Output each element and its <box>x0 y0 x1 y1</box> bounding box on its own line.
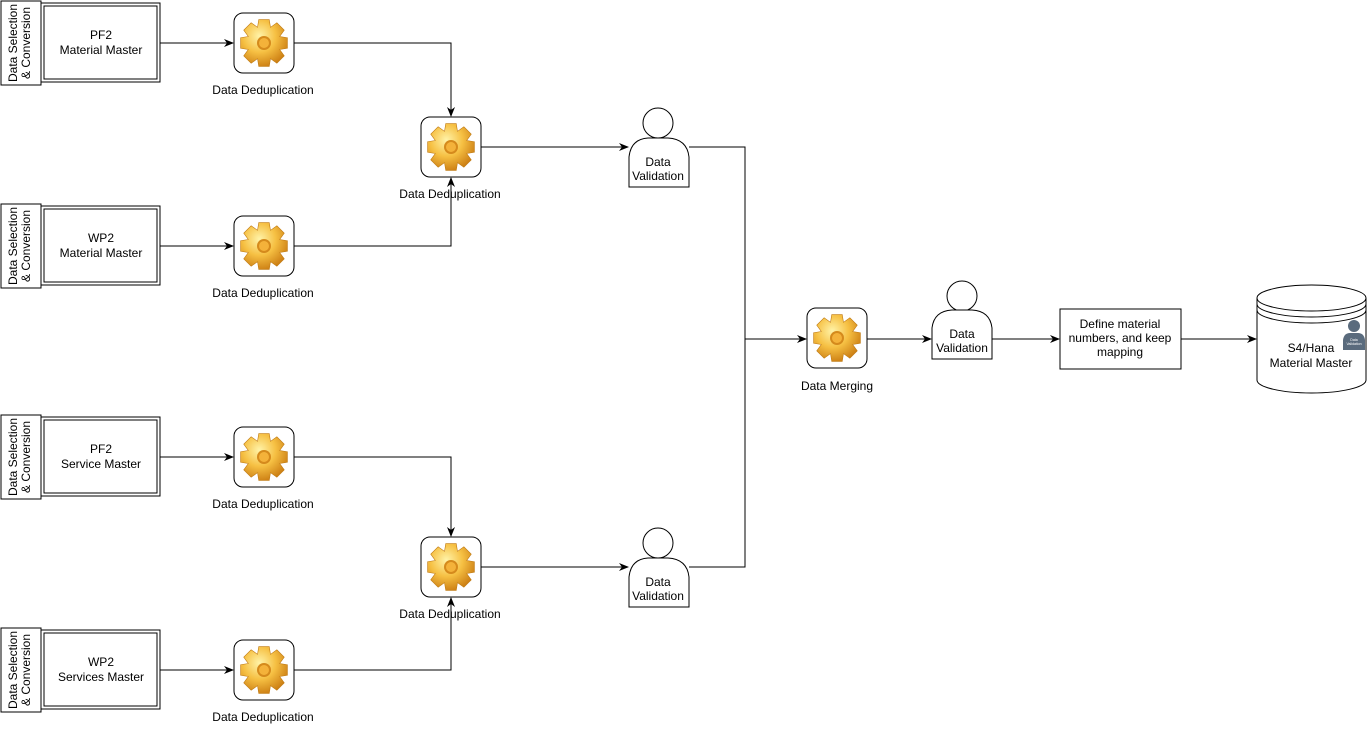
validation-label: Data <box>645 575 671 589</box>
arrow <box>294 456 455 537</box>
dedup-label: Data Deduplication <box>399 187 500 201</box>
dedup-node[interactable]: Data Deduplication <box>212 215 314 300</box>
data-selection-label[interactable]: Data Selection& Conversion <box>0 414 42 500</box>
side-label-text: Data Selection <box>6 631 20 709</box>
gear-icon <box>233 426 295 488</box>
side-label-text: Data Selection <box>6 4 20 82</box>
side-label-text: & Conversion <box>19 210 33 282</box>
side-label-text: & Conversion <box>19 421 33 493</box>
connectors <box>160 39 1257 674</box>
define-label: Define material <box>1080 317 1161 331</box>
person-head-icon <box>946 280 978 312</box>
validation-label: Validation <box>936 341 988 355</box>
merge-dedup-node[interactable]: Data Deduplication <box>399 116 501 201</box>
dedup-node[interactable]: Data Deduplication <box>212 12 314 97</box>
source-title: PF2 <box>90 442 112 456</box>
source-title: Service Master <box>61 457 141 471</box>
person-head-icon <box>642 107 674 139</box>
target-title: Material Master <box>1270 356 1353 370</box>
validation-label: Validation <box>632 169 684 183</box>
dedup-label: Data Deduplication <box>399 607 500 621</box>
badge-label: Validation <box>1346 342 1361 346</box>
person-head-icon <box>642 527 674 559</box>
source-title: PF2 <box>90 28 112 42</box>
side-label-text: & Conversion <box>19 7 33 79</box>
dedup-label: Data Deduplication <box>212 710 313 724</box>
define-label: numbers, and keep <box>1069 331 1172 345</box>
target-title: S4/Hana <box>1288 341 1335 355</box>
data-merging-node[interactable]: Data Merging <box>801 307 873 393</box>
final-validation-node[interactable]: Data Validation <box>931 280 993 360</box>
side-label-text: Data Selection <box>6 418 20 496</box>
source-title: WP2 <box>88 231 114 245</box>
user-badge-icon: Data Validation <box>1343 320 1365 350</box>
gear-icon <box>420 536 482 598</box>
arrow <box>294 177 455 247</box>
dedup-label: Data Deduplication <box>212 83 313 97</box>
dedup-label: Data Deduplication <box>212 497 313 511</box>
arrow <box>294 42 455 117</box>
merging-label: Data Merging <box>801 379 873 393</box>
person-body-icon <box>628 557 690 608</box>
s4hana-database[interactable]: Data Validation S4/Hana Material Master <box>1256 284 1367 394</box>
define-material-numbers-box[interactable]: Define material numbers, and keep mappin… <box>1059 308 1182 370</box>
define-label: mapping <box>1097 345 1143 359</box>
source-title: Material Master <box>60 43 143 57</box>
badge-label: Data <box>1350 338 1357 342</box>
dedup-label: Data Deduplication <box>212 286 313 300</box>
side-label-text: Data Selection <box>6 207 20 285</box>
connector <box>689 146 746 568</box>
data-selection-label[interactable]: Data Selection& Conversion <box>0 627 42 713</box>
arrow <box>294 597 455 671</box>
dedup-node[interactable]: Data Deduplication <box>212 639 314 724</box>
data-selection-label[interactable]: Data Selection& Conversion <box>0 0 42 86</box>
person-body-icon <box>931 309 993 360</box>
validation-label: Data <box>949 327 975 341</box>
dedup-node[interactable]: Data Deduplication <box>212 426 314 511</box>
gear-icon <box>233 639 295 701</box>
source-title: Services Master <box>58 670 144 684</box>
source-title: Material Master <box>60 246 143 260</box>
gear-icon <box>233 215 295 277</box>
gear-icon <box>420 116 482 178</box>
validation-label: Validation <box>632 589 684 603</box>
person-body-icon <box>628 137 690 188</box>
validation-label: Data <box>645 155 671 169</box>
gear-icon <box>806 307 868 369</box>
data-selection-label[interactable]: Data Selection& Conversion <box>0 203 42 289</box>
source-title: WP2 <box>88 655 114 669</box>
merge-dedup-node[interactable]: Data Deduplication <box>399 536 501 621</box>
side-label-text: & Conversion <box>19 634 33 706</box>
gear-icon <box>233 12 295 74</box>
